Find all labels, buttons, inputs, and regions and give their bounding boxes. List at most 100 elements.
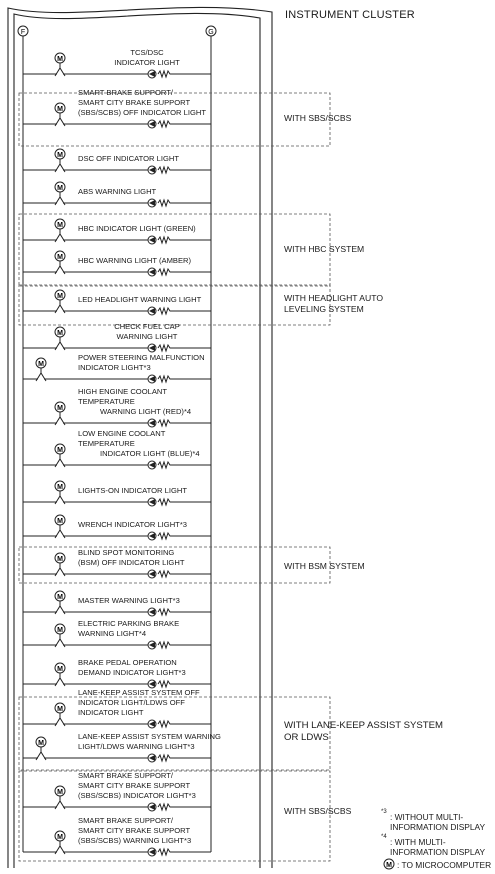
component-label-line: TEMPERATURE — [78, 439, 135, 448]
footnote-4-mark: *4 — [381, 834, 387, 840]
transistor-symbol — [54, 196, 66, 206]
resistor-symbol — [157, 235, 174, 245]
microcomputer-letter: M — [57, 56, 63, 63]
option-group-box-5 — [18, 696, 331, 771]
component-label-line: INDICATOR LIGHT/LDWS OFF — [78, 698, 185, 707]
transistor-symbol — [54, 717, 66, 727]
transistor-symbol — [54, 265, 66, 275]
transistor-symbol — [54, 304, 66, 314]
cluster-outline — [7, 6, 273, 868]
resistor-symbol — [157, 569, 174, 579]
resistor-symbol — [157, 306, 174, 316]
microcomputer-symbol — [54, 52, 66, 64]
resistor-symbol — [157, 343, 174, 353]
microcomputer-letter: M — [57, 405, 63, 412]
legend-m-letter: M — [386, 862, 392, 869]
led-arrow — [149, 308, 155, 314]
component-label-line: HBC WARNING LIGHT (AMBER) — [78, 256, 192, 265]
component-label-line: LOW ENGINE COOLANT — [78, 429, 166, 438]
footnote-3-text: : WITHOUT MULTI- INFORMATION DISPLAY — [390, 812, 486, 832]
resistor-symbol — [157, 753, 174, 763]
microcomputer-letter: M — [38, 361, 44, 368]
microcomputer-letter: M — [57, 106, 63, 113]
component-label-line: SMART CITY BRAKE SUPPORT — [78, 826, 190, 835]
transistor-symbol — [54, 458, 66, 468]
cluster-title: INSTRUMENT CLUSTER — [285, 9, 415, 21]
component-label-line: LANE-KEEP ASSIST SYSTEM OFF — [78, 688, 200, 697]
microcomputer-symbol — [54, 552, 66, 564]
transistor-symbol — [35, 751, 47, 761]
resistor-symbol — [157, 69, 174, 79]
microcomputer-letter: M — [57, 330, 63, 337]
component-label-line: SMART CITY BRAKE SUPPORT — [78, 98, 190, 107]
microcomputer-symbol — [54, 514, 66, 526]
component-label-line: CHECK FUEL CAP — [114, 322, 180, 331]
resistor-symbol — [157, 607, 174, 617]
component-label-line: MASTER WARNING LIGHT*3 — [78, 596, 180, 605]
microcomputer-letter: M — [57, 627, 63, 634]
microcomputer-letter: M — [57, 222, 63, 229]
microcomputer-symbol — [35, 736, 47, 748]
transistor-symbol — [54, 800, 66, 810]
microcomputer-symbol — [54, 181, 66, 193]
led-arrow — [149, 167, 155, 173]
led-arrow — [149, 462, 155, 468]
component-label-line: LED HEADLIGHT WARNING LIGHT — [78, 295, 202, 304]
group-label-hbc: WITH HBC SYSTEM — [284, 244, 365, 254]
component-row-led-headlight-warning: M LED HEADLIGHT WARNING LIGHT — [23, 289, 211, 316]
component-label-line: HIGH ENGINE COOLANT — [78, 387, 167, 396]
led-arrow — [149, 609, 155, 615]
transistor-symbol — [54, 529, 66, 539]
component-label-line: INDICATOR LIGHT*3 — [78, 363, 151, 372]
resistor-symbol — [157, 531, 174, 541]
microcomputer-symbol — [35, 357, 47, 369]
led-arrow — [149, 533, 155, 539]
led-arrow — [149, 71, 155, 77]
microcomputer-letter: M — [38, 740, 44, 747]
resistor-symbol — [157, 497, 174, 507]
component-label-line: (BSM) OFF INDICATOR LIGHT — [78, 558, 185, 567]
component-label-line: ELECTRIC PARKING BRAKE — [78, 619, 179, 628]
component-label-line: SMART BRAKE SUPPORT/ — [78, 88, 174, 97]
microcomputer-letter: M — [57, 789, 63, 796]
resistor-symbol — [157, 719, 174, 729]
microcomputer-symbol — [54, 785, 66, 797]
transistor-symbol — [54, 605, 66, 615]
microcomputer-letter: M — [57, 518, 63, 525]
option-group-boxes — [18, 92, 331, 862]
component-label-line: ABS WARNING LIGHT — [78, 187, 157, 196]
microcomputer-letter: M — [57, 293, 63, 300]
component-label-line: (SBS/SCBS) INDICATOR LIGHT*3 — [78, 791, 196, 800]
led-arrow — [149, 499, 155, 505]
component-label-line: WRENCH INDICATOR LIGHT*3 — [78, 520, 187, 529]
transistor-symbol — [54, 638, 66, 648]
component-label-line: POWER STEERING MALFUNCTION — [78, 353, 205, 362]
transistor-symbol — [54, 495, 66, 505]
led-arrow — [149, 681, 155, 687]
component-row-wrench-indicator: M WRENCH INDICATOR LIGHT*3 — [23, 514, 211, 541]
component-label-line: LIGHT/LDWS WARNING LIGHT*3 — [78, 742, 195, 751]
cluster-inner-outline — [13, 12, 261, 868]
led-arrow — [149, 345, 155, 351]
component-label-line: WARNING LIGHT (RED)*4 — [100, 407, 191, 416]
transistor-symbol — [54, 677, 66, 687]
transistor-symbol — [54, 341, 66, 351]
transistor-symbol — [54, 163, 66, 173]
component-label-line: (SBS/SCBS) WARNING LIGHT*3 — [78, 836, 191, 845]
resistor-symbol — [157, 267, 174, 277]
microcomputer-letter: M — [57, 447, 63, 454]
microcomputer-symbol — [54, 443, 66, 455]
microcomputer-letter: M — [57, 556, 63, 563]
resistor-symbol — [157, 418, 174, 428]
group-label-lane-keep: WITH LANE-KEEP ASSIST SYSTEM OR LDWS — [284, 720, 444, 743]
footnote-3-mark: *3 — [381, 809, 387, 815]
